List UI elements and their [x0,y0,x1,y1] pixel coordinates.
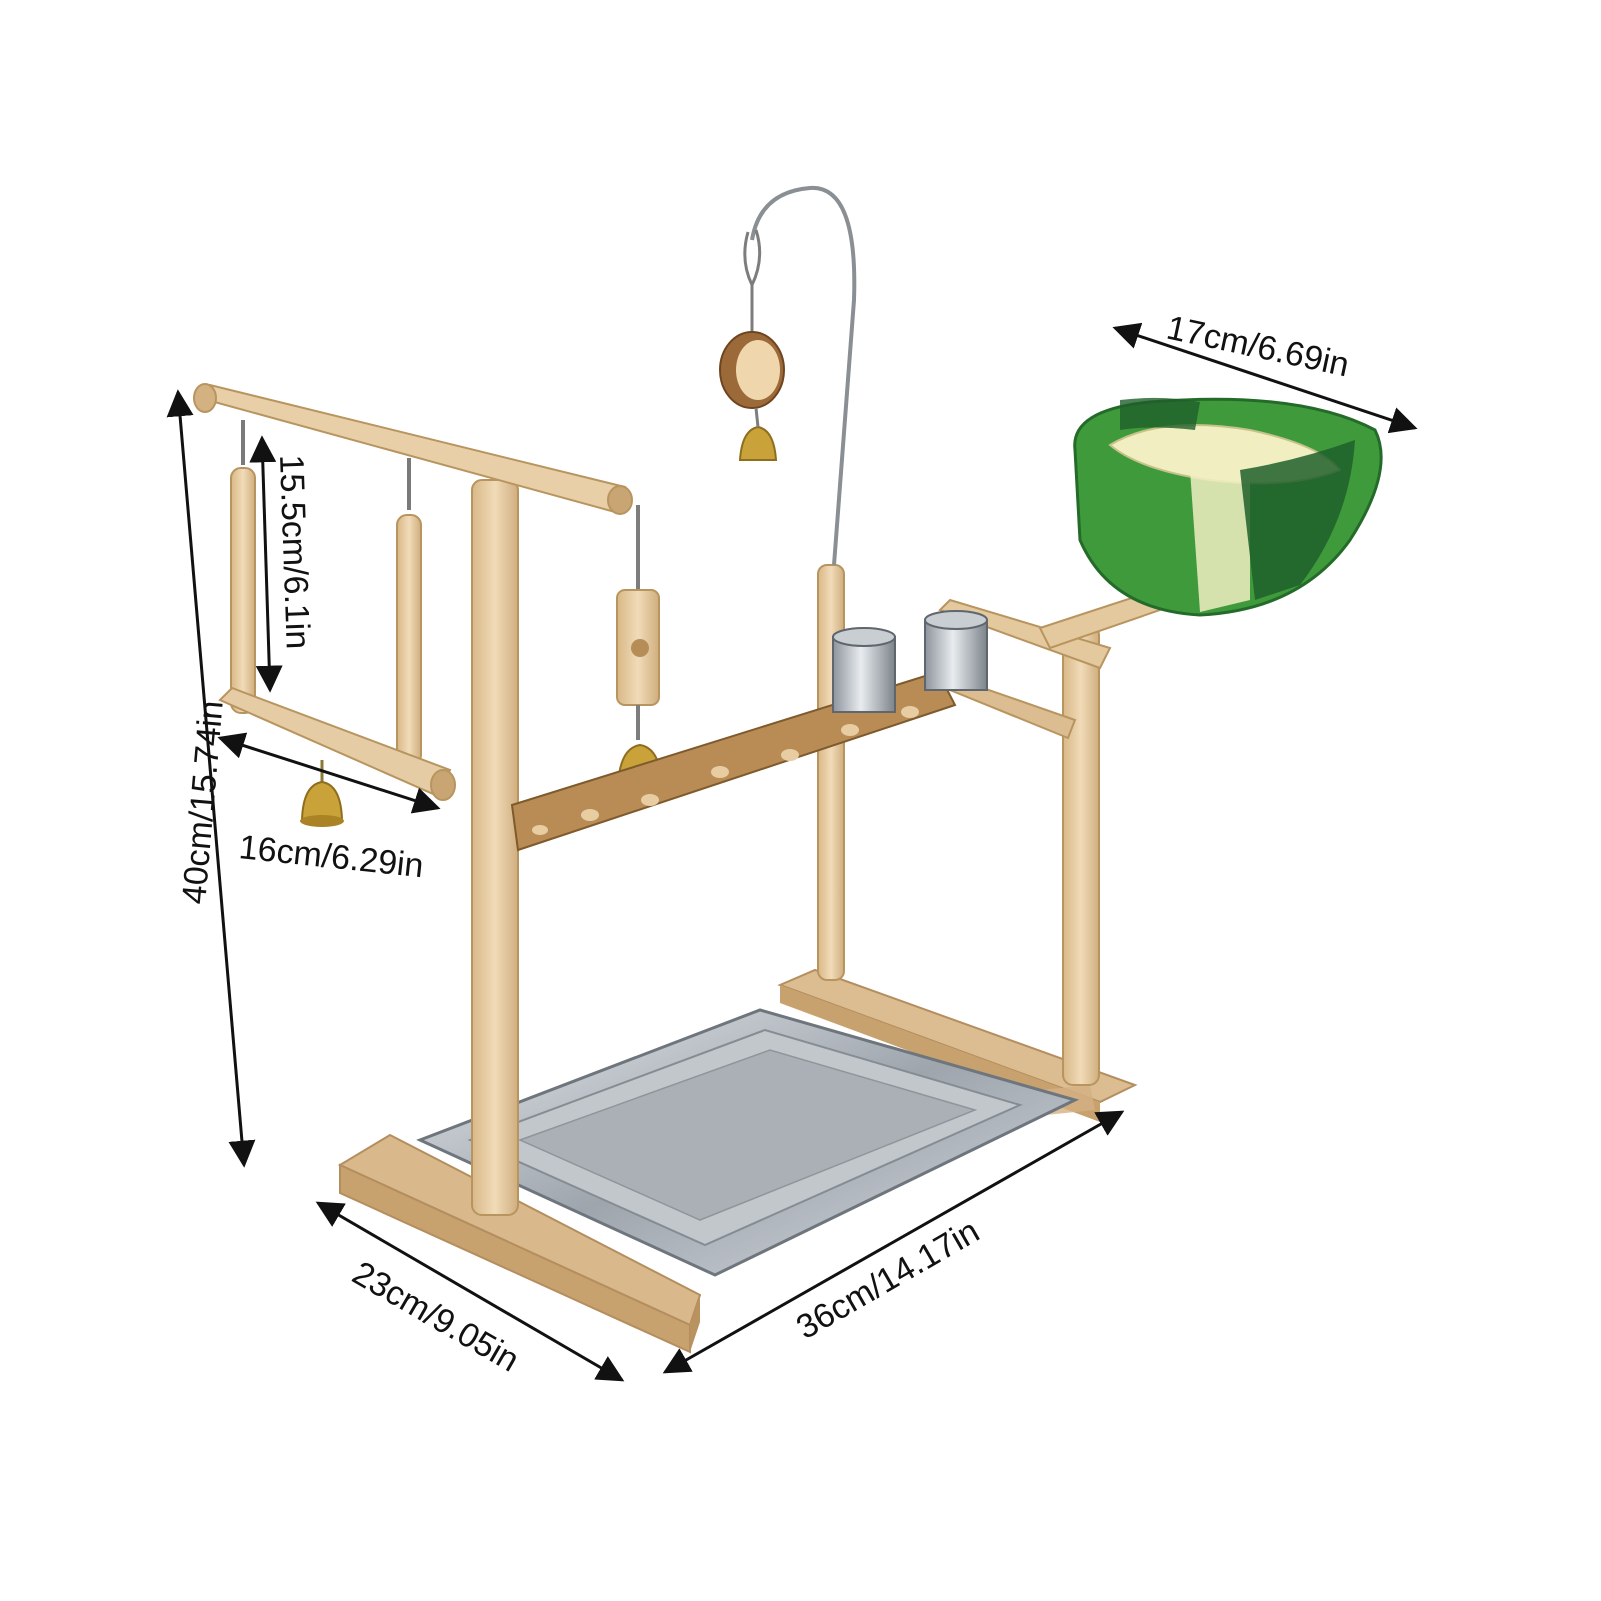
feeding-cups [832,610,988,713]
right-stand [817,564,1162,1086]
dimension-swing-height [249,435,283,693]
dimension-overall-height [166,389,256,1168]
hanging-swing [218,420,456,801]
dimension-base-depth [315,1201,625,1382]
natural-perch [510,670,957,852]
swing-height-label: 15.5cm/6.1in [272,454,317,650]
dimension-swing-width [217,732,441,814]
overall-height-label: 40cm/15.74in [175,699,231,906]
knitted-nest [1073,397,1383,617]
base-length-label: 36cm/14.17in [790,1212,986,1347]
dimension-base-length [662,1110,1125,1374]
wooden-block-toy [616,505,660,740]
nest-width-label: 17cm/6.69in [1163,309,1352,385]
swing-width-label: 16cm/6.29in [237,828,425,885]
wood-slice-toy [719,285,785,461]
dimension-nest-width [1112,322,1418,434]
